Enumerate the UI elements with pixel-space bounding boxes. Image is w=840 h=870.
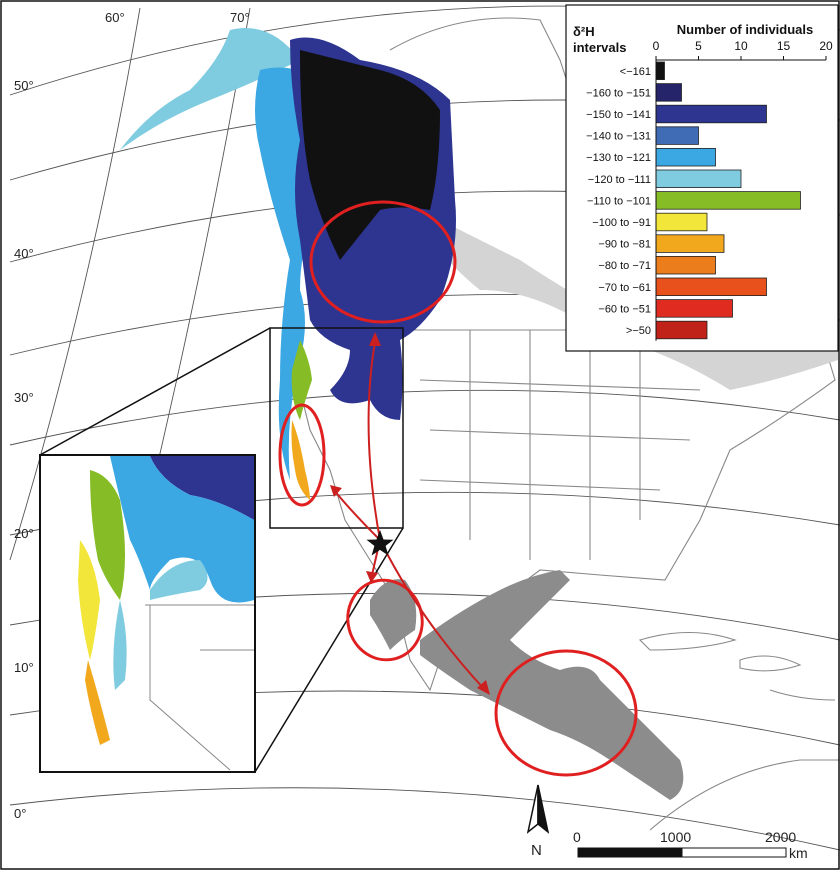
scale-unit: km [789, 845, 808, 861]
x-tick-label: 5 [695, 39, 702, 53]
latitude-labels: 50° 40° 30° 20° 10° 0° [14, 78, 34, 821]
category-label: −70 to −61 [598, 282, 651, 294]
category-label: −100 to −91 [592, 217, 651, 229]
caribbean-outline [638, 631, 836, 701]
category-label: <−161 [620, 66, 651, 78]
histogram-bar [655, 126, 699, 145]
scale-bar: 0 1000 2000 km [573, 829, 808, 861]
sampling-site-star-icon [366, 530, 394, 556]
inset-frame [39, 454, 256, 773]
isoscape-light-blue-zone [120, 28, 300, 150]
connector-line-top [39, 327, 271, 456]
histogram-x-ticks: 0 5 10 15 20 [653, 39, 833, 60]
category-label: −110 to −101 [587, 195, 651, 207]
scale-label-0: 0 [573, 829, 581, 845]
category-label: −160 to −151 [586, 87, 651, 99]
latitude-arc [9, 787, 840, 851]
histogram-bar [655, 234, 725, 253]
south-america-outline [649, 759, 840, 831]
latitude-arc [9, 389, 840, 446]
isoscape-black-zone [300, 50, 440, 260]
inset-light-blue-arm [113, 560, 208, 690]
arrowhead [369, 332, 381, 346]
longitude-arc [9, 7, 141, 561]
scale-bar-light-segment [681, 847, 787, 858]
histogram-bar [655, 169, 742, 189]
scale-label-1000: 1000 [660, 829, 691, 845]
arrow-to-yucatan [379, 539, 486, 691]
wintering-range [370, 570, 684, 800]
histogram-categories: <−161 −160 to −151 −150 to −141 −140 to −13… [586, 66, 651, 337]
inset-extent-box [269, 327, 404, 529]
lat-label-0: 0° [14, 806, 26, 821]
lat-label-50: 50° [14, 78, 34, 93]
category-label: −90 to −81 [598, 239, 651, 251]
scale-bar-dark-segment [577, 847, 683, 858]
category-label: −120 to −111 [588, 174, 651, 186]
north-label: N [531, 842, 542, 859]
connector-line-bottom [254, 527, 404, 773]
longitude-labels: 60° 70° [105, 10, 250, 25]
x-tick-label: 10 [734, 39, 748, 53]
inset-connector [39, 327, 404, 773]
inset-map [39, 454, 256, 773]
inset-blue [110, 456, 254, 603]
scale-label-2000: 2000 [765, 829, 796, 845]
isoscape-green-strip [291, 340, 312, 420]
histogram-bar [655, 255, 716, 275]
histogram-bar [655, 147, 716, 167]
histogram-bar [655, 320, 708, 340]
north-arrow-icon: N [526, 784, 550, 859]
arrowhead [477, 680, 490, 695]
inset-dark-blue [150, 456, 254, 520]
ellipse-boreal [309, 200, 457, 324]
category-label: −130 to −121 [586, 152, 651, 164]
lat-label-10: 10° [14, 660, 34, 675]
category-label: −140 to −131 [586, 131, 651, 143]
x-tick-label: 15 [777, 39, 791, 53]
isoscape-surface [120, 28, 456, 500]
histogram-title: Number of individuals [677, 22, 814, 37]
inset-green [90, 470, 125, 600]
inset-state-lines [145, 604, 254, 771]
arrow-to-boreal [367, 341, 381, 541]
lon-label-70: 70° [230, 10, 250, 25]
category-label: −80 to −71 [598, 260, 651, 272]
histogram-bars [655, 61, 801, 340]
north-arrow-right-half [537, 784, 550, 834]
x-tick-label: 0 [653, 39, 660, 53]
histogram-inset: δ²H intervals Number of individuals 0 5 10… [565, 4, 839, 352]
histogram-bar [655, 212, 708, 232]
category-label: −60 to −51 [598, 303, 651, 315]
lat-label-40: 40° [14, 246, 34, 261]
histogram-ylabel-line2: intervals [573, 40, 626, 55]
arrowhead [330, 485, 342, 497]
state-borders [400, 329, 701, 560]
ellipse-pacific-coast [278, 403, 326, 507]
inset-yellow [78, 540, 100, 660]
histogram-bar [655, 299, 733, 318]
histogram-bar [655, 104, 767, 124]
histogram-ylabel-line1: δ²H [573, 24, 595, 39]
inset-orange [85, 660, 110, 745]
lat-label-20: 20° [14, 526, 34, 541]
arrowhead [366, 571, 378, 583]
north-arrow-left-half [526, 784, 539, 834]
category-label: >−50 [626, 325, 651, 337]
histogram-bar [655, 277, 767, 297]
histogram-bar [655, 61, 665, 81]
lat-label-30: 30° [14, 390, 34, 405]
isoscape-yellow-orange-strip [291, 420, 310, 500]
category-label: −150 to −141 [586, 109, 651, 121]
histogram-bar [655, 83, 682, 102]
ellipse-yucatan [494, 649, 638, 777]
lon-label-60: 60° [105, 10, 125, 25]
arrow-to-coast [333, 489, 381, 541]
histogram-bar [655, 191, 801, 210]
x-tick-label: 20 [819, 39, 833, 53]
